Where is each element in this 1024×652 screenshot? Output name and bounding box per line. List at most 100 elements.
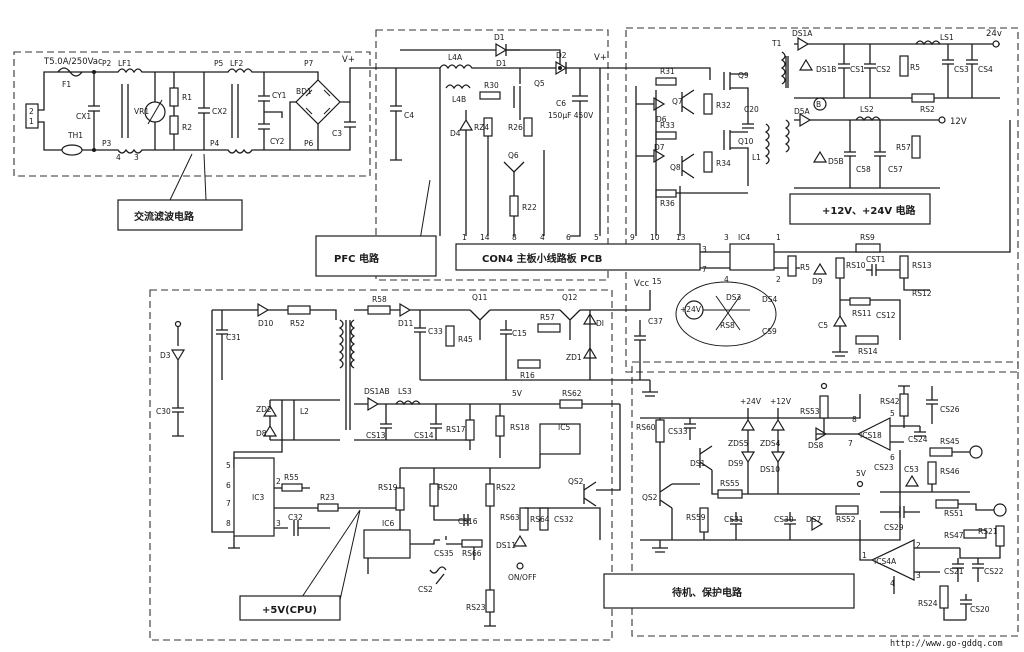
- marker-label: B: [816, 100, 821, 109]
- refdes-label: RS20: [438, 483, 458, 492]
- choke-lf1-symbol: [104, 68, 160, 154]
- refdes-label: RS42: [880, 397, 900, 406]
- diode-d10-symbol: [257, 302, 270, 318]
- controller-ic3: [233, 457, 275, 537]
- refdes-label: LS2: [860, 105, 874, 114]
- refdes-label: CST1: [866, 255, 886, 264]
- refdes-label: DS1A: [792, 29, 813, 38]
- refdes-label: CS3: [954, 65, 969, 74]
- rail-label-12v: 12V: [950, 117, 967, 127]
- ground-symbol: [642, 380, 658, 397]
- pin-label: 4: [116, 153, 121, 162]
- refdes-label: P3: [102, 139, 112, 148]
- refdes-label: D3: [160, 351, 171, 360]
- refdes-label: CX2: [212, 107, 227, 116]
- resistor-rs14-symbol: [855, 335, 879, 345]
- refdes-label: D1: [496, 59, 507, 68]
- rail-label-p24: +24V: [740, 397, 762, 406]
- refdes-label: R57: [896, 143, 911, 152]
- con4-pin-label: 10: [650, 233, 660, 242]
- diode-d3-symbol: [170, 349, 186, 362]
- cpu-5v-caption-box: [239, 595, 341, 621]
- refdes-label: D6: [656, 115, 667, 124]
- refdes-label: C57: [888, 165, 903, 174]
- on-off-terminal: [516, 562, 524, 570]
- pin-label: 2: [776, 275, 781, 284]
- standby-transformer-winding: [338, 319, 356, 369]
- supply-12v-24v-caption: +12V、+24V 电路: [822, 204, 917, 217]
- output-24v-terminal: [992, 40, 1000, 48]
- diode-d11-symbol: [399, 302, 412, 318]
- resistor-r32-symbol: [703, 93, 713, 115]
- refdes-label: R16: [520, 371, 535, 380]
- resistor-r22-symbol: [509, 195, 519, 217]
- con4-pin-label: 14: [480, 233, 490, 242]
- fuse-rating-label: T5.0A/250Vac: [43, 57, 103, 67]
- refdes-label: ZD2: [256, 405, 272, 414]
- refdes-label: R36: [660, 199, 675, 208]
- connector-pin-label: 2: [29, 107, 34, 116]
- refdes-label: RS14: [858, 347, 878, 356]
- shunt-regulator-symbol: [832, 314, 848, 327]
- resistor-rs17-symbol: [465, 419, 475, 441]
- rail-label-5v: 5V: [512, 389, 523, 398]
- refdes-label: C20: [744, 105, 759, 114]
- refdes-label: RZ4: [474, 123, 489, 132]
- refdes-label: RS11: [852, 309, 872, 318]
- refdes-label: C5: [818, 321, 828, 330]
- standby-protection-caption-box: [603, 573, 855, 609]
- resistor-rs52-symbol: [835, 505, 859, 515]
- refdes-label: RS17: [446, 425, 466, 434]
- diode-cs3-symbol: [904, 474, 920, 487]
- transistor-q8-symbol: [681, 153, 695, 179]
- diode-ds1ab-symbol: [367, 396, 380, 412]
- pin-label: 6: [890, 453, 895, 462]
- pin-label: 8: [226, 519, 231, 528]
- resistor-r2-symbol: [169, 115, 179, 135]
- mosfet-q9-symbol: [723, 72, 749, 120]
- refdes-label: R2: [182, 123, 192, 132]
- refdes-label: RS55: [720, 479, 740, 488]
- refdes-label: R57: [540, 313, 555, 322]
- refdes-label: CS30: [774, 515, 794, 524]
- output-12v-terminal: [938, 116, 946, 124]
- refdes-label: R5: [910, 63, 920, 72]
- inductor-ls2-symbol: [855, 116, 881, 122]
- refdes-label: RS59: [686, 513, 706, 522]
- opamp-ics4a: [870, 539, 915, 581]
- resistor-r30-symbol: [479, 91, 501, 100]
- refdes-label: LS1: [940, 33, 954, 42]
- refdes-label: IC4: [738, 233, 750, 242]
- diode-ds9-symbol: [740, 451, 756, 464]
- resistor-r1-symbol: [169, 87, 179, 107]
- optocoupler-ic4: [729, 243, 775, 271]
- refdes-label: R26: [508, 123, 523, 132]
- potentiometer-cs2: [429, 566, 447, 585]
- refdes-label: R31: [660, 67, 675, 76]
- resistor-rs42-symbol: [899, 393, 909, 417]
- refdes-label: CS2: [876, 65, 891, 74]
- resistor-rs13-symbol: [899, 255, 909, 279]
- resistor-r26-symbol: [523, 117, 533, 137]
- resistor-rs66-symbol: [461, 539, 483, 548]
- refdes-label: IC5: [558, 423, 570, 432]
- pin-label: 2: [916, 541, 921, 550]
- diode-ds1a-symbol: [797, 36, 810, 52]
- source-watermark: http://www.go-gddq.com: [890, 639, 1003, 649]
- refdes-label: RS47: [944, 531, 964, 540]
- refdes-label: CS22: [984, 567, 1004, 576]
- transistor-q11-symbol: [469, 309, 491, 340]
- refdes-label: CS26: [940, 405, 960, 414]
- transistor-q6-symbol: [503, 161, 525, 196]
- refdes-label: D7: [654, 143, 665, 152]
- con4-pin-label: 6: [566, 233, 571, 242]
- refdes-label: RS13: [912, 261, 932, 270]
- feedback-detail-ellipse: [675, 281, 777, 347]
- refdes-label: RS64: [530, 515, 550, 524]
- resistor-r58-symbol: [367, 305, 391, 315]
- refdes-label: RS18: [510, 423, 530, 432]
- refdes-label: R58: [372, 295, 387, 304]
- diode-ds7-symbol: [811, 516, 824, 532]
- zener-zd2-symbol: [262, 404, 278, 417]
- refdes-label: CS16: [458, 517, 478, 526]
